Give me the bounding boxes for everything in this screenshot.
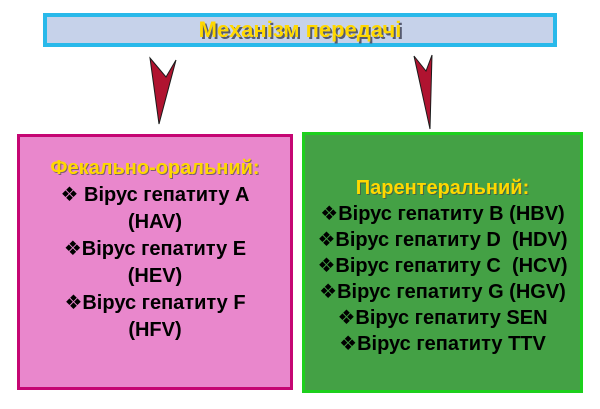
list-item: ❖ Вірус гепатиту А: [60, 184, 250, 206]
list-item: ❖Вірус гепатиту SEN: [337, 307, 548, 329]
list-item: ❖Вірус гепатиту Е: [63, 238, 247, 260]
list-item: ❖Вірус гепатиту C (HCV): [317, 255, 568, 277]
list-item: ❖Вірус гепатиту G (HGV): [319, 281, 566, 303]
list-item: (HEV): [127, 265, 183, 287]
list-item: (HAV): [127, 211, 183, 233]
transmission-mechanism-header: Механізм передачі: [43, 13, 557, 47]
list-item: ❖Вірус гепатиту D (HDV): [317, 229, 568, 251]
list-item: ❖Вірус гепатиту TTV: [339, 333, 546, 355]
parenteral-box: Парентеральний: ❖Вірус гепатиту B (HBV) …: [302, 132, 583, 393]
parenteral-title: Парентеральний:: [355, 177, 530, 199]
page-title: Механізм передачі: [198, 17, 402, 42]
list-item: ❖Вірус гепатиту F: [64, 292, 246, 314]
down-arrow-right-icon: [413, 54, 433, 130]
list-item: ❖Вірус гепатиту B (HBV): [320, 203, 565, 225]
list-item: (HFV): [128, 319, 182, 341]
down-arrow-left-icon: [149, 56, 177, 125]
fecal-oral-title: Фекально-оральний:: [50, 157, 260, 179]
fecal-oral-box: Фекально-оральний: ❖ Вірус гепатиту А (H…: [17, 134, 293, 390]
